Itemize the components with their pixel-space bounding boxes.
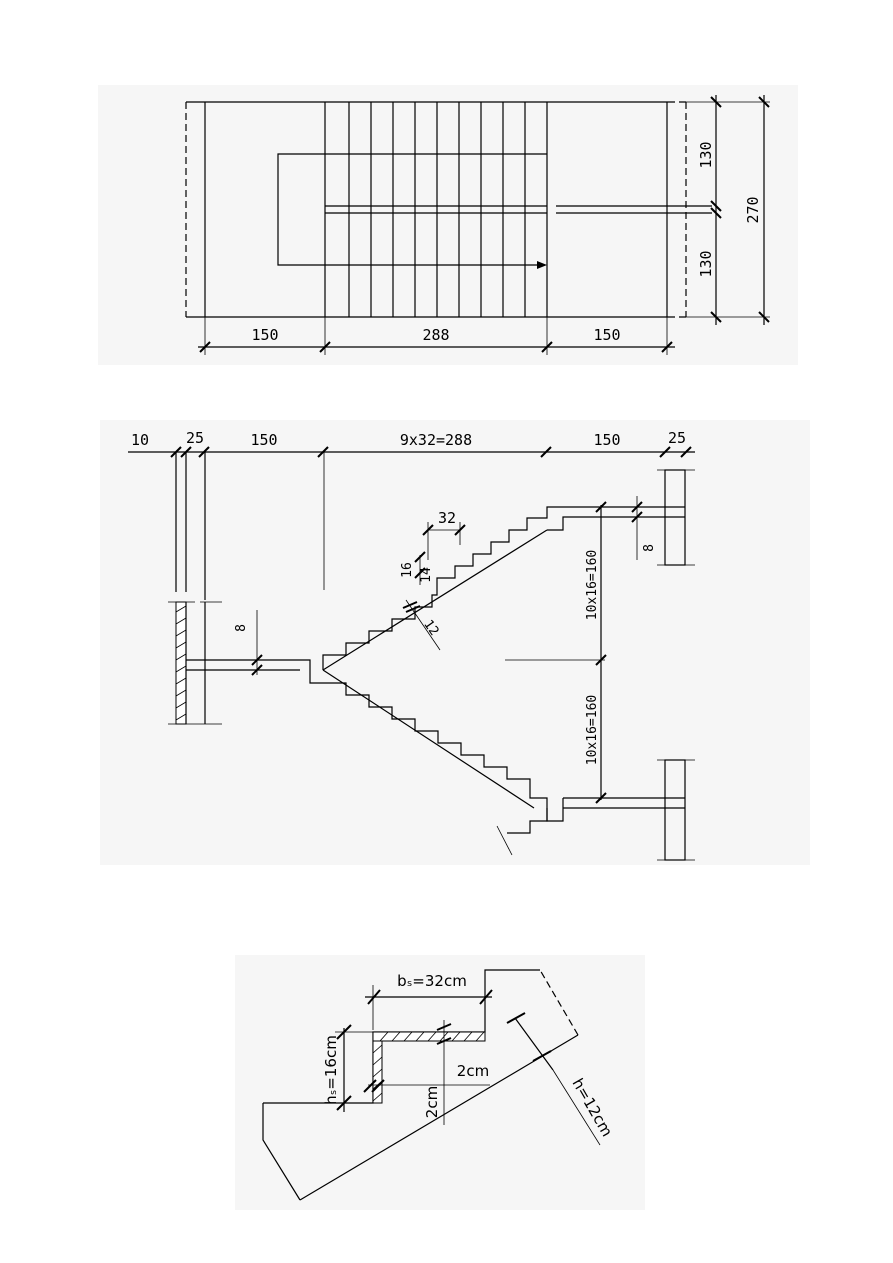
section-dim-25-right: 25 [668, 429, 686, 447]
plan-dim-130-lower: 130 [697, 250, 715, 277]
landing-thickness-left: 8 [234, 624, 249, 632]
walking-line [277, 153, 547, 266]
slab-dimension-a: 14 [419, 567, 434, 583]
section-dim-10: 10 [131, 431, 149, 449]
plan-treads [324, 102, 548, 317]
section-dim-25-left: 25 [186, 429, 204, 447]
plan-dim-150-left: 150 [251, 326, 278, 344]
slab-dimension-b: 12 [420, 617, 441, 638]
plan-dim-288: 288 [422, 326, 449, 344]
arrow-icon [537, 261, 547, 269]
section-dim-150-right: 150 [593, 431, 620, 449]
section-dim-288: 9x32=288 [400, 431, 472, 449]
plan-dim-150-right: 150 [593, 326, 620, 344]
riser-height-label: hₛ=16cm [322, 1035, 340, 1105]
stair-plan: 150 288 150 130 130 270 [185, 95, 770, 355]
section-panel [100, 420, 810, 865]
landing-thickness-right: 8 [642, 544, 657, 552]
plan-right-dimension: 130 130 270 [686, 95, 770, 325]
tread-dimension: 32 [438, 509, 456, 527]
lower-flight-height: 10x16=160 [585, 695, 600, 765]
finish-side-label: 2cm [423, 1086, 441, 1118]
finish-top-label: 2cm [457, 1062, 489, 1080]
section-dim-150-left: 150 [250, 431, 277, 449]
riser-dimension: 16 [400, 562, 415, 578]
stair-section: 10 25 150 9x32=288 150 25 [128, 429, 695, 861]
left-wall [168, 452, 222, 725]
plan-bottom-dimension: 150 288 150 [198, 317, 675, 355]
tread-width-label: bₛ=32cm [397, 972, 467, 990]
plan-dim-130-upper: 130 [697, 141, 715, 168]
plan-dim-270: 270 [744, 196, 762, 223]
plan-panel [98, 85, 798, 365]
upper-flight-height: 10x16=160 [585, 550, 600, 620]
step-detail: bₛ=32cm hₛ=16cm 2cm 2cm h=12cm [262, 969, 616, 1201]
